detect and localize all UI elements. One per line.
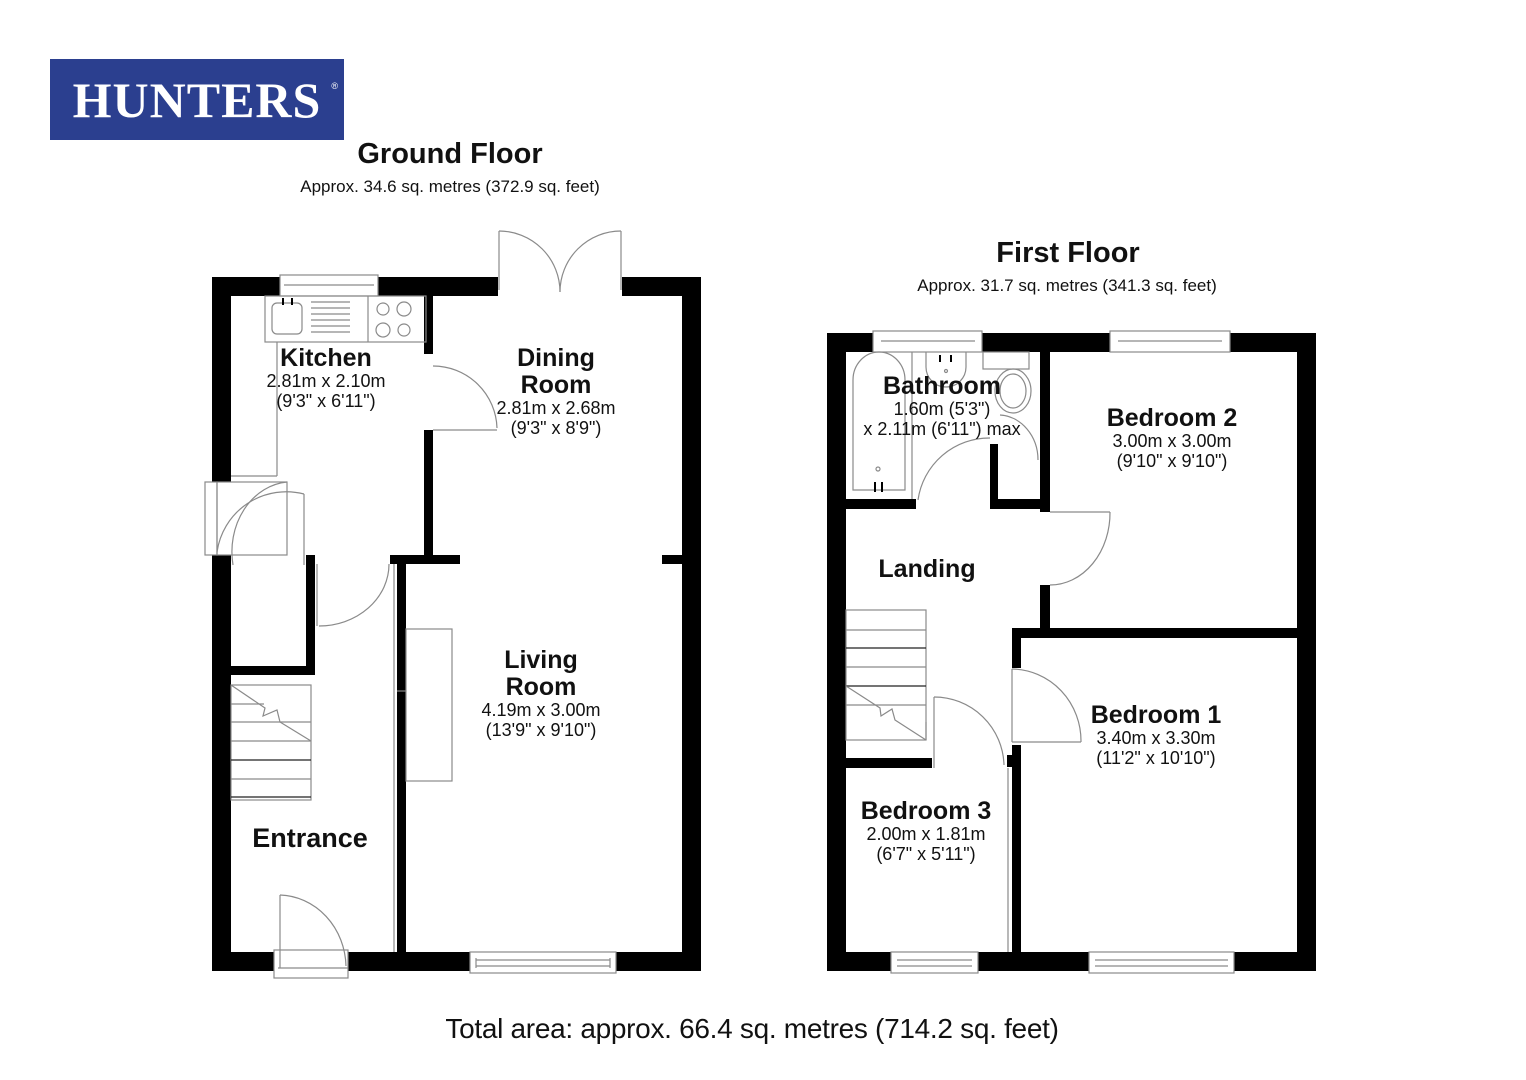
room-bedroom-1: Bedroom 1 3.40m x 3.30m (11'2" x 10'10") xyxy=(1091,702,1222,769)
room-dimensions-metric: 2.00m x 1.81m xyxy=(866,824,986,844)
room-name: Bedroom 3 xyxy=(860,797,992,825)
room-name: Kitchen xyxy=(280,344,372,372)
room-dimensions-imperial: (9'3" x 8'9") xyxy=(510,417,602,438)
room-dimensions-metric: 2.81m x 2.10m xyxy=(266,371,386,391)
ground-floor-fixtures xyxy=(204,230,622,979)
room-dimensions-metric: 1.60m (5'3") xyxy=(893,399,991,419)
room-name: Bedroom 1 xyxy=(1090,701,1222,729)
room-dining-room: Dining Room 2.81m x 2.68m (9'3" x 8'9") xyxy=(496,345,615,439)
room-name: Dining xyxy=(517,344,595,372)
room-dimensions-imperial: (11'2" x 10'10") xyxy=(1096,747,1216,768)
room-name-line2: Room xyxy=(520,371,592,399)
room-bedroom-2: Bedroom 2 3.00m x 3.00m (9'10" x 9'10") xyxy=(1107,405,1238,472)
first-floor-fixtures xyxy=(845,330,1235,974)
room-bedroom-3: Bedroom 3 2.00m x 1.81m (6'7" x 5'11") xyxy=(861,798,992,865)
room-dimensions-imperial: (9'10" x 9'10") xyxy=(1116,450,1228,471)
room-landing: Landing xyxy=(878,556,975,583)
room-bathroom: Bathroom 1.60m (5'3") x 2.11m (6'11") ma… xyxy=(863,373,1020,440)
room-dimensions-metric: 3.40m x 3.30m xyxy=(1096,728,1216,748)
hunters-logo: HUNTERS ® xyxy=(50,59,344,140)
room-name: Landing xyxy=(878,555,976,583)
room-dimensions-imperial: (9'3" x 6'11") xyxy=(276,390,376,411)
ground-floor-walls xyxy=(212,277,701,971)
room-dimensions-imperial: (13'9" x 9'10") xyxy=(485,719,597,740)
ground-floor-area: Approx. 34.6 sq. metres (372.9 sq. feet) xyxy=(300,177,600,196)
logo-text: HUNTERS xyxy=(72,71,322,128)
room-kitchen: Kitchen 2.81m x 2.10m (9'3" x 6'11") xyxy=(266,345,385,412)
room-name: Entrance xyxy=(252,823,368,853)
total-area: Total area: approx. 66.4 sq. metres (714… xyxy=(445,1013,1059,1044)
room-dimensions-imperial: (6'7" x 5'11") xyxy=(876,843,976,864)
room-dimensions-metric: 4.19m x 3.00m xyxy=(481,700,601,720)
room-dimensions-metric: 3.00m x 3.00m xyxy=(1112,431,1232,451)
room-name: Bedroom 2 xyxy=(1106,404,1238,432)
room-name-line2: Room xyxy=(505,673,577,701)
first-floor-walls xyxy=(827,333,1316,971)
first-floor-area: Approx. 31.7 sq. metres (341.3 sq. feet) xyxy=(917,276,1217,295)
first-floor-title: First Floor xyxy=(996,237,1140,269)
room-dimensions-imperial: x 2.11m (6'11") max xyxy=(863,418,1021,439)
room-dimensions-metric: 2.81m x 2.68m xyxy=(496,398,616,418)
room-name: Bathroom xyxy=(882,372,1002,400)
room-entrance: Entrance xyxy=(252,823,368,853)
registered-mark: ® xyxy=(331,81,338,91)
ground-floor-title: Ground Floor xyxy=(357,138,543,170)
room-name: Living xyxy=(504,646,578,674)
room-living-room: Living Room 4.19m x 3.00m (13'9" x 9'10"… xyxy=(481,647,600,741)
